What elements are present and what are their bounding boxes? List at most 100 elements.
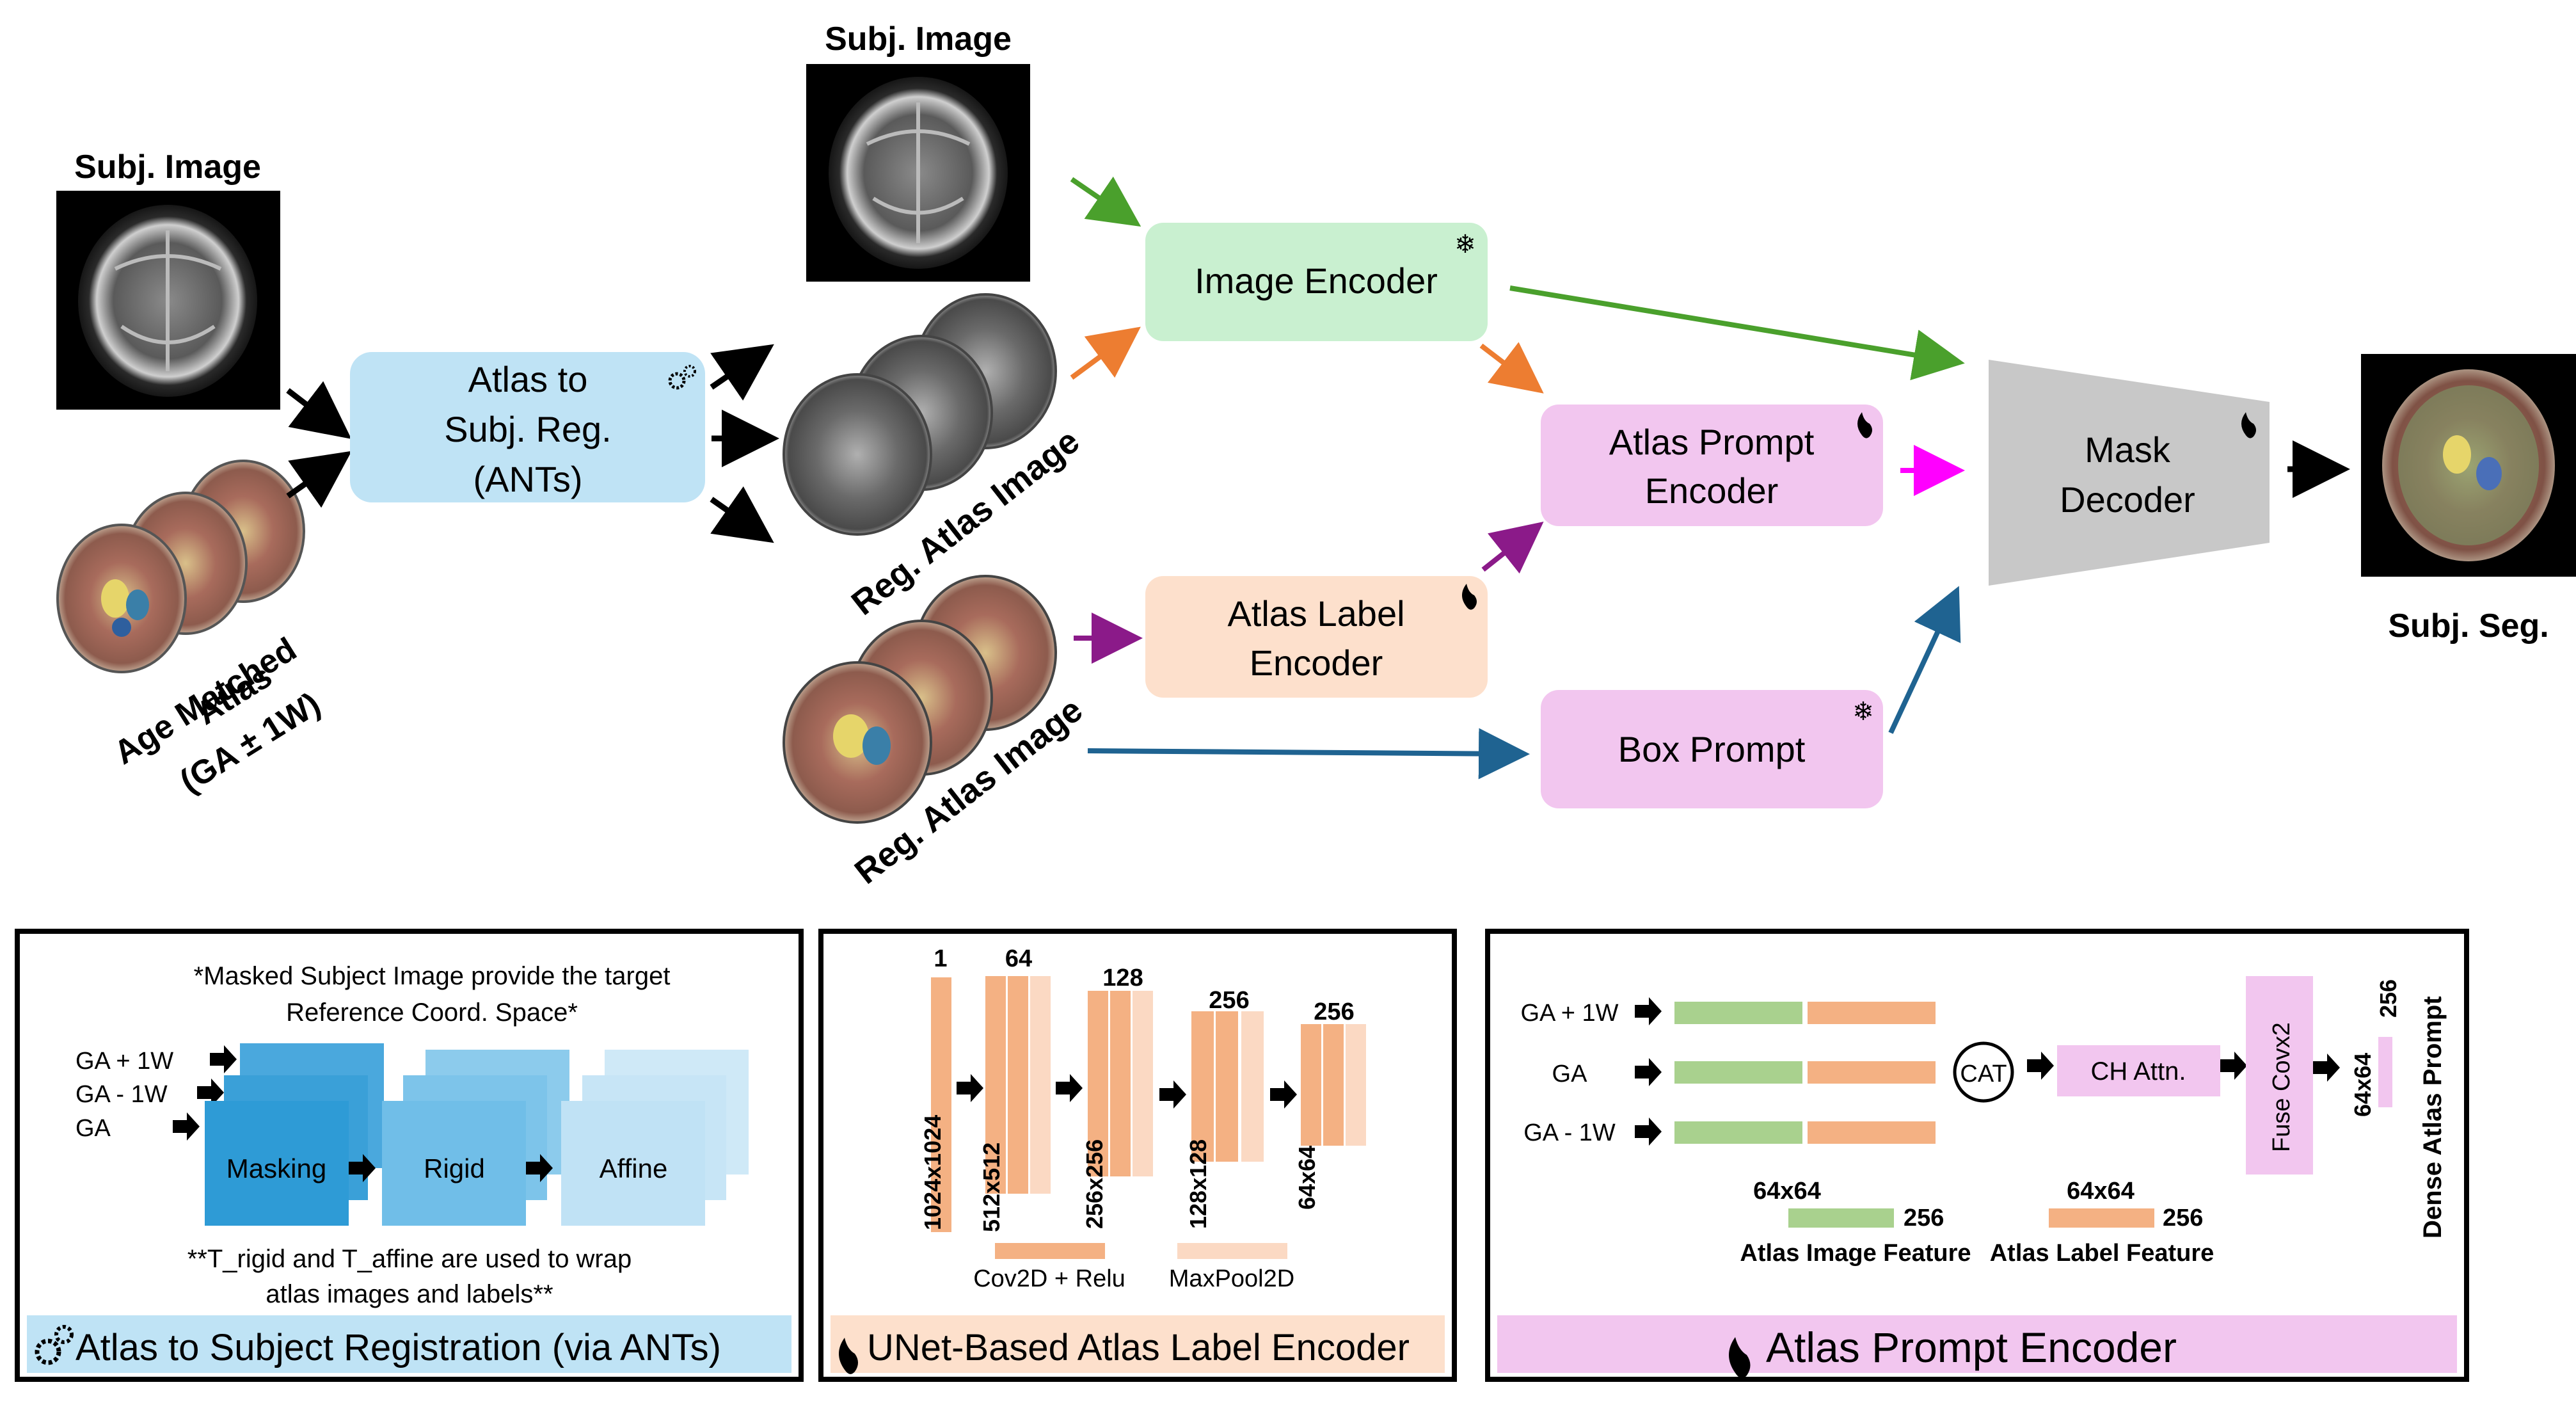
- fuse-label: Fuse Covx2: [2268, 1022, 2295, 1152]
- unet-layer: [1191, 1011, 1214, 1162]
- legend-pool-label: MaxPool2D: [1169, 1265, 1294, 1292]
- snowflake-icon: ❄: [1454, 230, 1476, 259]
- reg-box-line1: Atlas to: [468, 359, 588, 399]
- reg-atlas-image-stack: [783, 293, 1057, 536]
- dense-dim-256: 256: [2375, 979, 2401, 1018]
- snowflake-icon: ❄: [1852, 698, 1874, 726]
- arrow-box-prompt-to-decoder: [1888, 586, 1961, 734]
- img-feat-dim: 64x64: [1753, 1178, 1821, 1205]
- cat-label: CAT: [1960, 1061, 2007, 1087]
- arrow-ga-minus: [197, 1078, 224, 1107]
- arrow-ga-plus: [210, 1045, 237, 1073]
- unet-res-256-g: 256x256: [1081, 1139, 1108, 1229]
- arrow-labels-to-box-prompt: [1087, 728, 1530, 780]
- feat-lbl-row2: [1808, 1061, 1936, 1084]
- unet-res-128: 128x128: [1185, 1139, 1211, 1229]
- arrow-fuse-to-dense: [2313, 1054, 2340, 1082]
- unet-arrow: [1159, 1080, 1186, 1109]
- unet-layer: [1323, 1024, 1344, 1146]
- img-feat-swatch: [1788, 1208, 1894, 1228]
- panel1-ga-plus: GA + 1W: [76, 1048, 173, 1075]
- panel1-ga: GA: [76, 1115, 111, 1142]
- subj-image-top: [806, 64, 1030, 282]
- arrow-ga-plus: [1635, 997, 1662, 1025]
- arrow-image-encoder-to-decoder: [1509, 285, 1965, 381]
- feat-img-row3: [1674, 1121, 1802, 1144]
- lbl-feat-ch: 256: [2163, 1205, 2203, 1231]
- unet-arrow: [1056, 1074, 1083, 1102]
- ch-attn-box: [2057, 1045, 2220, 1096]
- arrow-reg-out-3: [710, 486, 774, 543]
- flame-icon: [2241, 412, 2256, 438]
- lbl-feat-swatch: [2049, 1208, 2154, 1228]
- unet-layer: [1301, 1024, 1321, 1146]
- arrow-mask-to-rigid: [349, 1154, 376, 1182]
- unet-layer: [1346, 1024, 1366, 1146]
- atlas-to-subj-reg-box: Atlas to Subj. Reg. (ANTs): [350, 352, 705, 502]
- unet-ch-1: 1: [934, 945, 947, 972]
- feat-lbl-row1: [1808, 1002, 1936, 1024]
- arrow-subj-to-reg: [286, 381, 352, 439]
- unet-res-1024: 1024x1024: [919, 1115, 946, 1230]
- unet-arrow: [957, 1074, 983, 1102]
- dense-atlas-prompt-label: Dense Atlas Prompt: [2419, 996, 2447, 1239]
- dense-256-g: 256: [2375, 979, 2401, 1018]
- unet-ch-256a: 256: [1209, 987, 1249, 1014]
- unet-res-512: 512x512: [978, 1142, 1005, 1232]
- panel3-title: Atlas Prompt Encoder: [1766, 1324, 2177, 1371]
- arrow-reg-image-to-image-encoder: [1070, 326, 1141, 380]
- dense-dim-64: 64x64: [2349, 1053, 2376, 1117]
- ch-attn-label: CH Attn.: [2091, 1057, 2186, 1086]
- mask-decoder-line2: Decoder: [2060, 479, 2195, 520]
- unet-layer: [1110, 991, 1131, 1176]
- box-prompt-box: Box Prompt ❄: [1541, 690, 1883, 808]
- panel1-note-line2: Reference Coord. Space*: [286, 998, 578, 1027]
- unet-layer: [1008, 976, 1028, 1194]
- unet-layer: [931, 977, 951, 1232]
- arrow-ga: [173, 1112, 200, 1141]
- img-feat-label: Atlas Image Feature: [1740, 1240, 1971, 1267]
- legend-conv-label: Cov2D + Relu: [973, 1265, 1125, 1292]
- flame-icon: [1857, 412, 1872, 438]
- atlas-prompt-encoder-box: Atlas Prompt Encoder: [1541, 405, 1883, 526]
- flame-icon: [1462, 584, 1477, 610]
- feat-img-row1: [1674, 1002, 1802, 1024]
- atlas-prompt-encoder-line1: Atlas Prompt: [1609, 422, 1815, 462]
- arrow-reg-out-1: [710, 344, 774, 401]
- legend-pool-swatch: [1177, 1243, 1287, 1259]
- gears-icon: [668, 365, 696, 390]
- panel1-foot-line2: atlas images and labels**: [266, 1280, 553, 1308]
- cat-node: [1953, 1041, 2014, 1103]
- unet-layer: [1241, 1011, 1264, 1162]
- panel-unet: 1 64 128 256 256 1024x1024 512x512 256x2…: [818, 929, 1457, 1382]
- unet-ch-256b: 256: [1314, 998, 1354, 1025]
- image-encoder-label: Image Encoder: [1195, 261, 1438, 301]
- subj-seg-label: Subj. Seg.: [2388, 607, 2548, 645]
- panel1-note-line1: *Masked Subject Image provide the target: [194, 962, 671, 990]
- atlas-label-encoder-line1: Atlas Label: [1227, 593, 1404, 634]
- arrow-cat-to-attn: [2027, 1052, 2054, 1080]
- img-feat-ch: 256: [1904, 1205, 1944, 1231]
- feat-img-row2: [1674, 1061, 1802, 1084]
- unet-layer: [985, 976, 1006, 1194]
- fuse-label-g: Fuse Covx2: [2268, 1022, 2295, 1152]
- arrow-subj-to-image-encoder: [1070, 176, 1141, 227]
- image-encoder-box: Image Encoder ❄: [1145, 223, 1488, 341]
- atlas-prompt-encoder-line2: Encoder: [1645, 470, 1779, 511]
- box-prompt-label: Box Prompt: [1618, 729, 1806, 769]
- panel1-ga-minus: GA - 1W: [76, 1081, 168, 1108]
- arrow-label-encoder-to-prompt: [1481, 522, 1544, 574]
- unet-layer: [1030, 976, 1051, 1194]
- unet-layer: [1133, 991, 1153, 1176]
- unet-res-512-g: 512x512: [978, 1142, 1005, 1232]
- flame-icon: [839, 1338, 858, 1374]
- panel1-foot-line1: **T_rigid and T_affine are used to wrap: [187, 1245, 632, 1273]
- reg-box-line2: Subj. Reg.: [444, 409, 612, 449]
- arrow-ga: [1635, 1058, 1662, 1086]
- unet-res-128-g: 128x128: [1185, 1139, 1211, 1229]
- flame-icon: [1729, 1337, 1751, 1379]
- atlas-label-encoder-line2: Encoder: [1250, 643, 1383, 683]
- gears-icon: [35, 1325, 74, 1365]
- age-matched-atlas-stack: [56, 460, 305, 673]
- arrow-atlas-to-reg: [286, 451, 352, 508]
